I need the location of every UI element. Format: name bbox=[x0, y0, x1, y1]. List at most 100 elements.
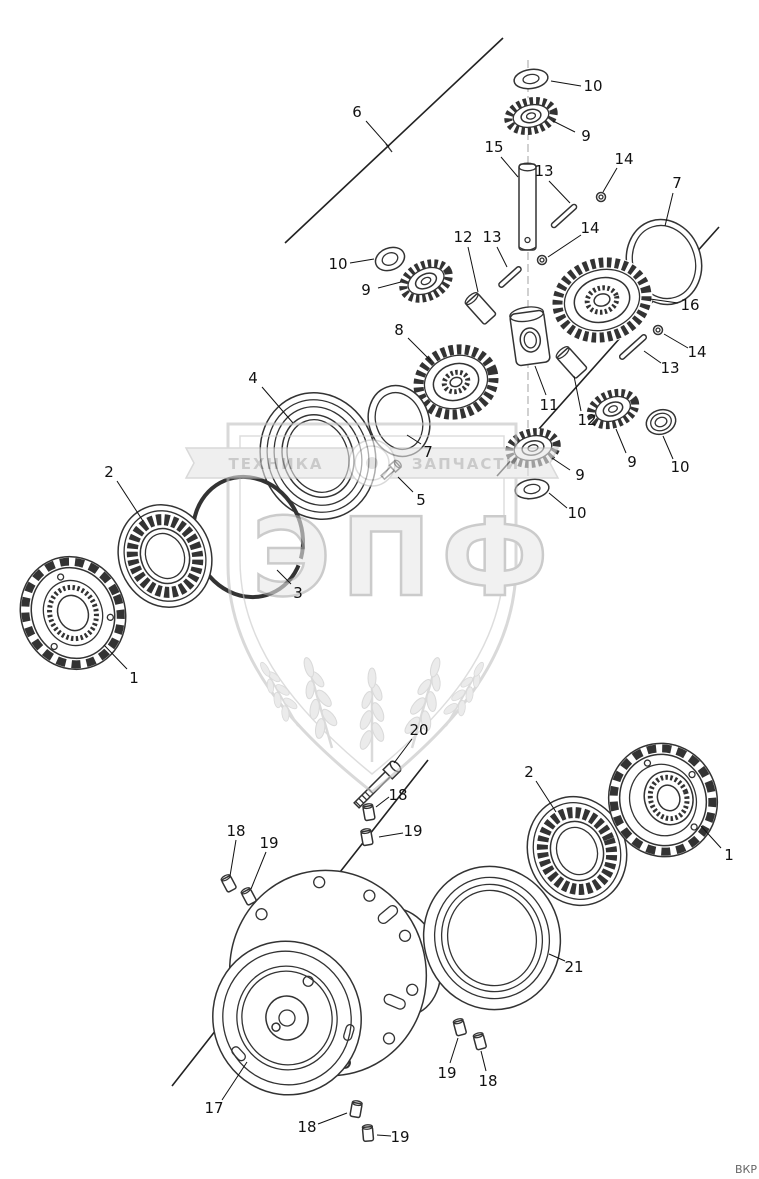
callout-19-a: 19 bbox=[378, 822, 423, 840]
svg-text:2: 2 bbox=[524, 763, 534, 781]
callout-10-d: 10 bbox=[548, 492, 587, 522]
svg-text:9: 9 bbox=[575, 466, 585, 484]
svg-text:10: 10 bbox=[583, 77, 602, 95]
frame-line-top bbox=[284, 37, 504, 244]
svg-text:7: 7 bbox=[423, 443, 433, 461]
svg-text:6: 6 bbox=[352, 103, 362, 121]
callout-7-a: 7 bbox=[664, 174, 682, 227]
svg-text:14: 14 bbox=[580, 219, 599, 237]
svg-text:9: 9 bbox=[627, 453, 637, 471]
callout-13-a: 13 bbox=[534, 162, 571, 204]
svg-text:13: 13 bbox=[660, 359, 679, 377]
callout-1-b: 1 bbox=[700, 825, 734, 864]
callout-17: 17 bbox=[204, 1061, 248, 1117]
part-roller-12a bbox=[464, 291, 497, 325]
svg-text:5: 5 bbox=[416, 491, 426, 509]
callout-14-b: 14 bbox=[547, 219, 600, 258]
svg-text:11: 11 bbox=[539, 396, 558, 414]
svg-text:18: 18 bbox=[478, 1072, 497, 1090]
part-bolt-20 bbox=[353, 760, 402, 809]
part-side-gear-8 bbox=[413, 344, 499, 420]
svg-text:20: 20 bbox=[409, 721, 428, 739]
svg-text:18: 18 bbox=[297, 1118, 316, 1136]
part-side-gear-16 bbox=[551, 256, 653, 344]
part-roller-12b bbox=[555, 345, 588, 379]
callout-18-a: 18 bbox=[375, 786, 408, 808]
callout-11: 11 bbox=[534, 365, 559, 414]
callout-21: 21 bbox=[548, 953, 584, 976]
callout-12-a: 12 bbox=[453, 228, 479, 293]
svg-text:16: 16 bbox=[680, 296, 699, 314]
callout-1-a: 1 bbox=[103, 644, 139, 687]
part-bearing-2a bbox=[117, 504, 213, 608]
part-lock-nut-1b bbox=[607, 742, 719, 858]
part-pinion-9a bbox=[504, 97, 558, 135]
svg-text:19: 19 bbox=[390, 1128, 409, 1146]
part-plug-19c bbox=[452, 1018, 467, 1037]
part-clip-14a bbox=[595, 191, 607, 203]
svg-text:14: 14 bbox=[687, 343, 706, 361]
watermark-banner-left: ТЕХНИКА bbox=[228, 455, 323, 473]
part-clip-14b bbox=[536, 254, 548, 266]
callout-5: 5 bbox=[397, 476, 426, 509]
callout-3: 3 bbox=[276, 569, 303, 602]
part-plug-18d bbox=[349, 1100, 363, 1119]
callout-20: 20 bbox=[393, 721, 429, 764]
part-pinion-9c bbox=[586, 388, 640, 430]
callout-9-d: 9 bbox=[551, 457, 585, 484]
part-plug-19b bbox=[240, 887, 257, 906]
svg-text:13: 13 bbox=[482, 228, 501, 246]
callout-7-b: 7 bbox=[406, 434, 433, 461]
part-hub-drum-17 bbox=[212, 940, 362, 1096]
callout-4: 4 bbox=[248, 369, 294, 424]
svg-text:19: 19 bbox=[259, 834, 278, 852]
watermark-banner-right: ЗАПЧАСТИ bbox=[412, 455, 520, 473]
watermark-shield-outer bbox=[226, 422, 518, 794]
part-pin-13b bbox=[498, 266, 522, 288]
svg-text:3: 3 bbox=[293, 584, 303, 602]
svg-text:9: 9 bbox=[581, 127, 591, 145]
svg-text:10: 10 bbox=[567, 504, 586, 522]
part-pin-13a bbox=[550, 203, 578, 229]
callout-12-b: 12 bbox=[573, 375, 597, 429]
svg-text:12: 12 bbox=[453, 228, 472, 246]
callout-9-a: 9 bbox=[552, 120, 591, 145]
part-plug-19d bbox=[361, 1124, 375, 1142]
callout-2-a: 2 bbox=[104, 463, 144, 522]
watermark-shield-inner bbox=[239, 435, 505, 775]
svg-text:21: 21 bbox=[564, 958, 583, 976]
callout-16: 16 bbox=[649, 296, 700, 314]
part-pin-13c bbox=[618, 334, 648, 360]
svg-text:1: 1 bbox=[724, 846, 734, 864]
svg-text:2: 2 bbox=[104, 463, 114, 481]
part-lock-nut-1a bbox=[19, 555, 127, 671]
callout-9-c: 9 bbox=[615, 428, 637, 471]
callout-8: 8 bbox=[394, 321, 432, 362]
callout-14-c: 14 bbox=[663, 333, 707, 361]
part-pinion-9b bbox=[399, 259, 453, 303]
corner-reference-text: ВКР bbox=[735, 1163, 757, 1176]
callout-14-a: 14 bbox=[602, 150, 634, 193]
watermark-brand: ЭПФ bbox=[252, 496, 559, 621]
part-bearing-2b bbox=[526, 795, 628, 907]
part-washer-10a bbox=[513, 68, 549, 90]
svg-text:19: 19 bbox=[437, 1064, 456, 1082]
svg-text:14: 14 bbox=[614, 150, 633, 168]
callout-13-b: 13 bbox=[482, 228, 508, 268]
part-ring-21 bbox=[422, 865, 562, 1011]
part-shaft-15 bbox=[518, 162, 537, 251]
part-spider-block-11 bbox=[509, 306, 551, 367]
callout-13-c: 13 bbox=[643, 350, 680, 377]
svg-text:10: 10 bbox=[328, 255, 347, 273]
part-washer-10b bbox=[374, 246, 406, 272]
callout-19-b: 19 bbox=[250, 834, 279, 890]
svg-text:18: 18 bbox=[226, 822, 245, 840]
callout-10-a: 10 bbox=[550, 77, 603, 95]
callout-19-c: 19 bbox=[437, 1037, 459, 1082]
svg-text:18: 18 bbox=[388, 786, 407, 804]
svg-text:8: 8 bbox=[394, 321, 404, 339]
callout-2-b: 2 bbox=[524, 763, 557, 813]
svg-text:12: 12 bbox=[577, 411, 596, 429]
